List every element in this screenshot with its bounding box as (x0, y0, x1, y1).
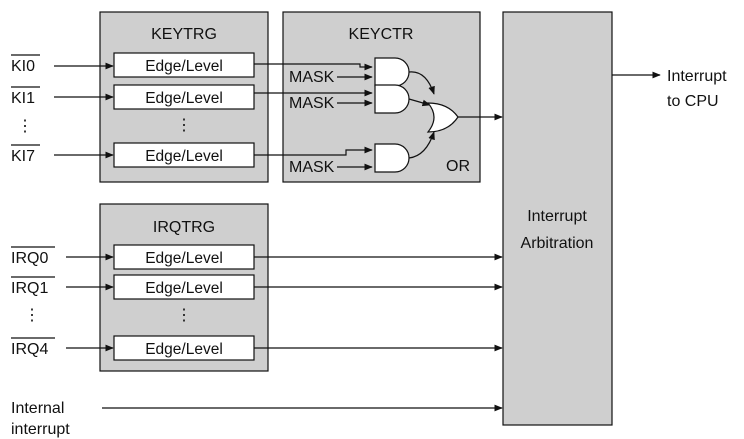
edge-level-text: Edge/Level (145, 341, 223, 358)
ki1-label: KI1 (11, 90, 35, 107)
internal-interrupt-label-line1: Internal (11, 400, 64, 417)
internal-interrupt-label-line2: interrupt (11, 421, 70, 438)
and-gate-0 (374, 57, 410, 87)
edge-level-text: Edge/Level (145, 58, 223, 75)
irqtrg-title: IRQTRG (153, 219, 215, 236)
edge-level-text: Edge/Level (145, 90, 223, 107)
irqtrg-edge-level-4: Edge/Level (113, 335, 255, 361)
edge-level-text: Edge/Level (145, 280, 223, 297)
irqtrg-ellipsis: ⋮ (176, 307, 192, 324)
keytrg-edge-level-0: Edge/Level (113, 52, 255, 78)
and0-to-or-wire (408, 71, 435, 95)
keytrg-edge-level-7: Edge/Level (113, 142, 255, 168)
ki7-input: KI7 (11, 144, 40, 165)
ki7-label: KI7 (11, 148, 35, 165)
kt7-to-and7-wire (254, 146, 373, 156)
arbitration-label-line1: Interrupt (527, 208, 587, 225)
keytrg-edge-level-1: Edge/Level (113, 84, 255, 110)
keytrg-ellipsis: ⋮ (176, 117, 192, 134)
arbitration-label-line2: Arbitration (521, 235, 594, 252)
and-gate-7 (374, 143, 410, 173)
irq4-label: IRQ4 (11, 341, 48, 358)
irq4-input: IRQ4 (11, 337, 55, 358)
keytrg-title: KEYTRG (151, 26, 217, 43)
irq-ellipsis: ⋮ (24, 307, 40, 324)
irq1-input: IRQ1 (11, 276, 55, 297)
ki0-label: KI0 (11, 58, 35, 75)
mask-label-1: MASK (289, 95, 335, 112)
kt0-to-and0-wire (254, 63, 373, 71)
ki-ellipsis: ⋮ (17, 118, 33, 135)
mask-label-7: MASK (289, 159, 335, 176)
edge-level-text: Edge/Level (145, 250, 223, 267)
mask-label-0: MASK (289, 69, 335, 86)
irq0-input: IRQ0 (11, 246, 55, 267)
keyctr-title: KEYCTR (349, 26, 414, 43)
and7-to-or-wire (408, 131, 435, 159)
output-label-line1: Interrupt (667, 68, 727, 85)
irqtrg-edge-level-0: Edge/Level (113, 244, 255, 270)
and-gate-1 (374, 84, 410, 114)
irq1-label: IRQ1 (11, 280, 48, 297)
output-label-line2: to CPU (667, 93, 719, 110)
ki1-input: KI1 (11, 86, 40, 107)
and1-to-or-wire (408, 98, 431, 107)
or-gate (426, 102, 459, 133)
irq0-label: IRQ0 (11, 250, 48, 267)
or-label: OR (446, 158, 470, 175)
irqtrg-edge-level-1: Edge/Level (113, 274, 255, 300)
arbitration-block: Interrupt Arbitration (502, 11, 613, 426)
edge-level-text: Edge/Level (145, 148, 223, 165)
ki0-input: KI0 (11, 54, 40, 75)
